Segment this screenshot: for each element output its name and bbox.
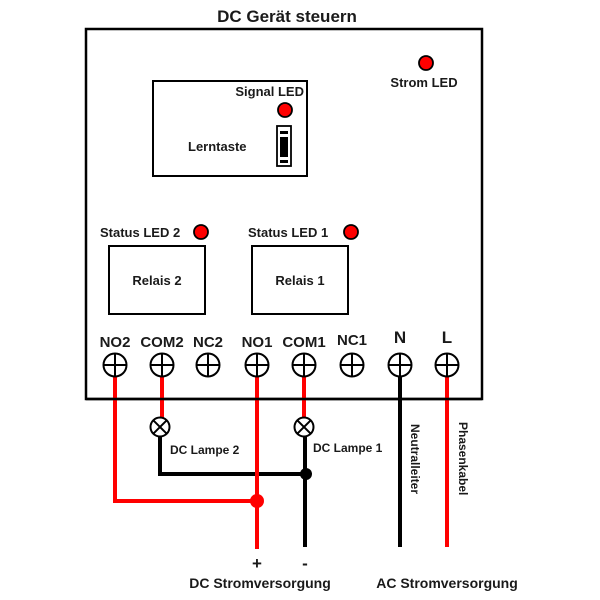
neutral-wire-label: Neutralleiter xyxy=(408,424,422,494)
status-led-1-icon xyxy=(343,224,359,240)
terminal-screw-com1-icon xyxy=(291,352,317,378)
terminal-screw-com2-icon xyxy=(149,352,175,378)
junction-dc-minus xyxy=(300,468,312,480)
lamp-1-icon xyxy=(293,416,315,438)
terminal-screw-l-icon xyxy=(434,352,460,378)
terminal-label-no1: NO1 xyxy=(242,334,273,351)
terminal-screw-nc1-icon xyxy=(339,352,365,378)
wire-no2 xyxy=(113,377,257,503)
relay-2-label: Relais 2 xyxy=(132,273,181,288)
dc-minus-label: - xyxy=(302,554,308,573)
diagram-title: DC Gerät steuern xyxy=(217,7,357,26)
signal-led-label: Signal LED xyxy=(235,84,304,99)
terminal-screw-no1-icon xyxy=(244,352,270,378)
terminal-screw-n-icon xyxy=(387,352,413,378)
relay-1-box xyxy=(251,245,349,315)
relay-1-label: Relais 1 xyxy=(275,273,324,288)
learn-button-mark-bottom xyxy=(280,160,288,163)
learn-button-knob xyxy=(280,137,288,157)
junction-dc-plus xyxy=(250,494,264,508)
dc-plus-label: + xyxy=(252,554,262,573)
terminal-label-nc1: NC1 xyxy=(337,332,367,349)
lamp-1-label: DC Lampe 1 xyxy=(313,441,383,455)
terminal-label-nc2: NC2 xyxy=(193,334,223,351)
relay-2-box xyxy=(108,245,206,315)
terminal-label-l: L xyxy=(442,328,452,347)
lamp-2-label: DC Lampe 2 xyxy=(170,443,240,457)
terminal-label-no2: NO2 xyxy=(100,334,131,351)
terminal-label-com2: COM2 xyxy=(140,334,183,351)
phase-wire-label: Phasenkabel xyxy=(456,422,470,495)
learn-button-mark-top xyxy=(280,131,288,134)
terminal-label-com1: COM1 xyxy=(282,334,325,351)
status-led-1-label: Status LED 1 xyxy=(248,225,328,240)
lamp-2-icon xyxy=(149,416,171,438)
status-led-2-label: Status LED 2 xyxy=(100,225,180,240)
signal-led-icon xyxy=(277,102,293,118)
terminal-screw-no2-icon xyxy=(102,352,128,378)
status-led-2-icon xyxy=(193,224,209,240)
learn-button[interactable] xyxy=(276,125,292,167)
learn-button-label: Lerntaste xyxy=(188,139,247,154)
terminal-label-n: N xyxy=(394,328,406,347)
dc-supply-label: DC Stromversorgung xyxy=(189,575,331,591)
strom-led-label: Strom LED xyxy=(390,75,457,90)
strom-led-icon xyxy=(418,55,434,71)
terminal-screw-nc2-icon xyxy=(195,352,221,378)
ac-supply-label: AC Stromversorgung xyxy=(376,575,518,591)
